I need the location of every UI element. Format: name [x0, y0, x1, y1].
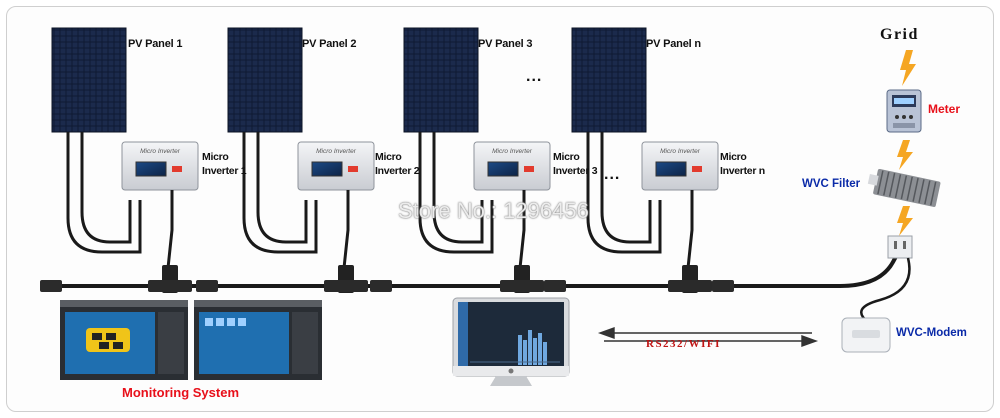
meter-label: Meter: [928, 102, 961, 116]
trunk-connector: [370, 280, 392, 292]
dc-cable: [432, 132, 484, 244]
wvc-modem-label: WVC-Modem: [896, 327, 967, 339]
modem-cable: [860, 257, 911, 323]
inverter-led: [524, 166, 534, 172]
grid-label: Grid: [880, 26, 919, 43]
pv-unit-1: Micro Inverter: [51, 27, 199, 293]
dc-cable: [586, 132, 662, 254]
dc-cable: [66, 132, 142, 254]
lightning-icon: [897, 206, 913, 236]
monitor-computer: [452, 297, 570, 386]
trunk-connector: [40, 280, 62, 292]
t-connector: [148, 280, 192, 292]
pv-panel-label-3: PV Panel 3: [478, 38, 533, 50]
solar-panel: [227, 27, 303, 133]
dc-cable: [242, 132, 318, 254]
ellipsis-inverters: ...: [604, 166, 621, 183]
t-connector: [668, 280, 712, 292]
inverter-display: [655, 161, 687, 177]
trunk-connectors: [40, 280, 734, 292]
pv-unit-3: Micro Inverter: [403, 27, 551, 293]
monitoring-screen-1: [60, 300, 188, 380]
dc-cable: [418, 132, 494, 254]
trunk-connector: [712, 280, 734, 292]
t-connector: [500, 280, 544, 292]
wall-socket: [887, 235, 913, 259]
monitoring-screen-2: [194, 300, 322, 380]
panel-units: Micro Inverter Micro Inverter Micro Invert…: [51, 27, 719, 293]
inverter-face-text: Micro Inverter: [140, 148, 181, 155]
inverter-display: [311, 161, 343, 177]
trunk-cable: [48, 239, 907, 288]
trunk-connector: [544, 280, 566, 292]
inverter-display: [135, 161, 167, 177]
ac-pigtail: [686, 190, 694, 269]
ac-pigtail: [342, 190, 350, 269]
pv-panel-label-2: PV Panel 2: [302, 38, 357, 50]
lightning-icon: [897, 140, 913, 170]
monitoring-system-label: Monitoring System: [122, 385, 240, 400]
dc-cable: [256, 132, 308, 244]
solar-panel: [571, 27, 647, 133]
ellipsis-panels: ...: [526, 68, 543, 85]
solar-panel: [51, 27, 127, 133]
wvc-modem-device: [841, 317, 891, 353]
inverter-led: [692, 166, 702, 172]
pv-unit-4: Micro Inverter: [571, 27, 719, 293]
wvc-filter-label: WVC Filter: [802, 178, 861, 190]
inverter-face-text: Micro Inverter: [660, 148, 701, 155]
pv-panel-label-1: PV Panel 1: [128, 38, 183, 50]
ac-pigtail: [518, 190, 526, 269]
trunk-connector: [196, 280, 218, 292]
inverter-led: [172, 166, 182, 172]
inverter-display: [487, 161, 519, 177]
pv-unit-2: Micro Inverter: [227, 27, 375, 293]
t-connector: [324, 280, 368, 292]
rs232-wifi-label: RS232/WIFI: [646, 338, 721, 350]
inverter-led: [348, 166, 358, 172]
ac-pigtail: [166, 190, 174, 269]
dc-cable: [80, 132, 132, 244]
lightning-icon: [900, 50, 916, 86]
dc-cable: [600, 132, 652, 244]
store-watermark: Store No.: 1296456: [398, 198, 589, 223]
wvc-filter-device: [867, 168, 941, 207]
inverter-face-text: Micro Inverter: [316, 148, 357, 155]
solar-panel: [403, 27, 479, 133]
rs232-link-arrows: [597, 327, 819, 347]
pv-panel-label-n: PV Panel n: [646, 38, 701, 50]
inverter-face-text: Micro Inverter: [492, 148, 533, 155]
meter-icon: [886, 89, 922, 133]
